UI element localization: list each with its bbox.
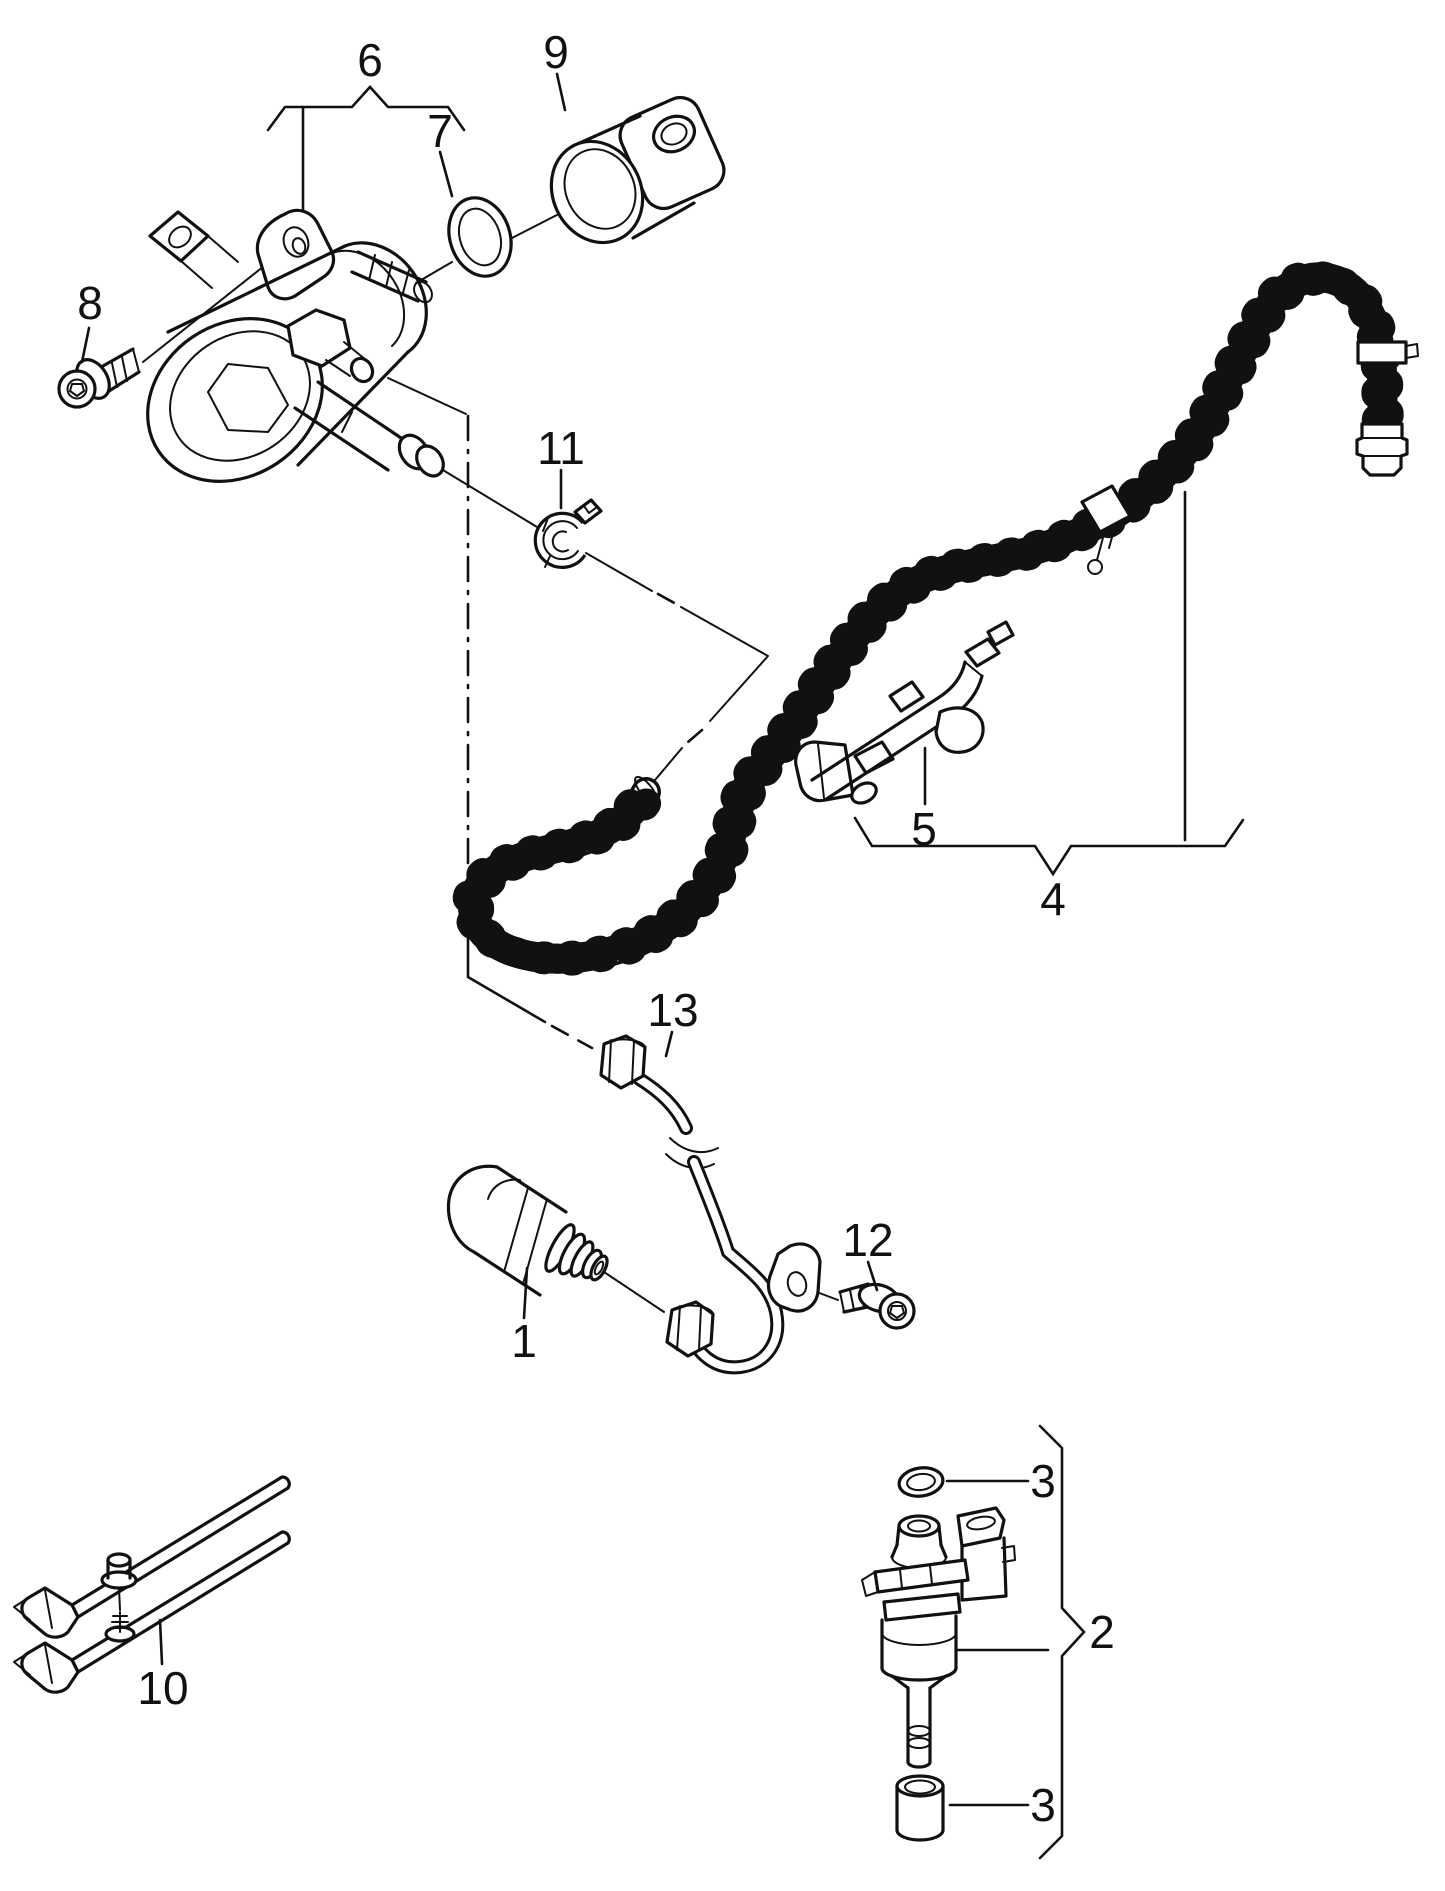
group-bracket-2 — [954, 1424, 1086, 1860]
hose-screw-clamp — [1080, 484, 1132, 575]
hose-clip — [533, 498, 603, 569]
callout-1[interactable]: 1 — [511, 1315, 537, 1367]
callout-12[interactable]: 12 — [842, 1214, 893, 1266]
callout-6[interactable]: 6 — [357, 34, 383, 86]
union-nut-lower — [665, 1300, 715, 1358]
injector-spacer-sleeve — [895, 1774, 1030, 1842]
callout-8[interactable]: 8 — [77, 277, 103, 329]
hose-bend-marker — [1178, 428, 1208, 452]
protective-cap — [549, 95, 726, 245]
injector-seal-ring — [897, 1466, 1030, 1498]
high-pressure-pump — [146, 208, 445, 483]
callout-10[interactable]: 10 — [137, 1662, 188, 1714]
callout-3-bottom[interactable]: 3 — [1030, 1779, 1056, 1831]
hose-corrugations — [734, 712, 805, 804]
fuel-hose — [467, 275, 1419, 960]
union-nut-upper — [599, 1034, 647, 1090]
fuel-injector — [861, 1506, 1016, 1769]
group-bracket-4 — [853, 490, 1245, 877]
callout-leaders — [80, 72, 879, 1666]
bolt-8 — [57, 347, 141, 409]
callout-5[interactable]: 5 — [911, 803, 937, 855]
high-pressure-pipe — [599, 1034, 822, 1375]
hose-end-fitting — [1355, 422, 1409, 477]
cable-ties — [13, 1475, 291, 1694]
pump-lower-port — [293, 380, 445, 478]
group-bracket-6 — [266, 85, 466, 212]
callout-13[interactable]: 13 — [647, 984, 698, 1036]
hose-open-end — [634, 775, 658, 805]
seal-ring — [447, 196, 513, 278]
hose-texture-dots — [467, 275, 1389, 960]
callout-3-top[interactable]: 3 — [1030, 1455, 1056, 1507]
callout-2[interactable]: 2 — [1089, 1606, 1115, 1658]
callout-4[interactable]: 4 — [1040, 873, 1066, 925]
callout-7[interactable]: 7 — [427, 105, 453, 157]
connection-piece — [446, 1164, 609, 1297]
callout-9[interactable]: 9 — [543, 26, 569, 78]
bolt-12 — [838, 1282, 916, 1330]
hose-ring-clamp — [1356, 340, 1419, 365]
callout-labels: 1 2 3 3 4 5 6 7 8 9 10 11 12 13 — [77, 26, 1115, 1831]
pump-outlet — [350, 250, 433, 304]
callout-11[interactable]: 11 — [537, 422, 585, 474]
pipe-eyelet — [766, 1242, 822, 1313]
retaining-bracket — [794, 620, 1015, 806]
